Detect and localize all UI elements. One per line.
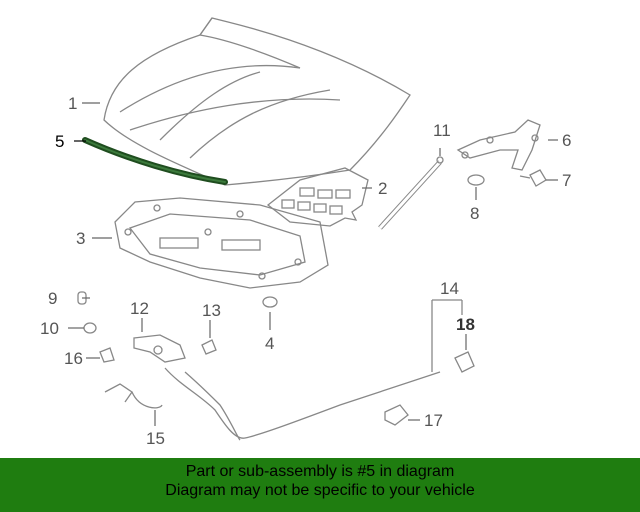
callout-11: 11: [433, 121, 451, 140]
callout-7: 7: [562, 171, 572, 190]
callout-3: 3: [76, 229, 86, 248]
hood-part-1: [103, 17, 411, 186]
parts-diagram: [68, 17, 558, 441]
banner-line-1: Part or sub-assembly is #5 in diagram: [185, 463, 455, 480]
callout-1: 1: [68, 94, 78, 113]
nut-part-10: [83, 322, 97, 334]
callout-14-bracket: [431, 299, 463, 372]
banner-line-2: Diagram may not be specific to your vehi…: [165, 482, 475, 499]
insulator-part-2: [266, 167, 369, 227]
callout-5: 5: [55, 132, 65, 151]
callout-15: 15: [146, 429, 165, 448]
callout-17: 17: [424, 411, 443, 430]
bumper-part-4: [262, 296, 278, 308]
callout-14: 14: [440, 279, 459, 298]
callout-12: 12: [130, 299, 149, 318]
grommet-part-8: [467, 174, 485, 186]
release-cable-part-15: [104, 367, 441, 441]
info-banner: Part or sub-assembly is #5 in diagram Di…: [0, 458, 640, 512]
callout-9: 9: [48, 289, 58, 308]
inner-panel-part-3: [114, 197, 329, 289]
leader-lines: [68, 102, 558, 426]
callout-10: 10: [40, 319, 59, 338]
callout-18: 18: [456, 315, 475, 334]
callout-13: 13: [202, 301, 221, 320]
callout-4: 4: [265, 334, 275, 353]
callout-8: 8: [470, 204, 480, 223]
callout-6: 6: [562, 131, 572, 150]
bolt-part-13: [201, 339, 217, 355]
cable-end-part-18: [454, 351, 475, 373]
bolt-part-16: [99, 347, 115, 363]
hinge-part-6: [456, 119, 541, 171]
strut-part-11: [378, 156, 444, 230]
callout-2: 2: [378, 179, 388, 198]
release-handle-part-17: [384, 404, 409, 426]
callout-16: 16: [64, 349, 83, 368]
latch-part-12: [133, 334, 186, 363]
bolt-part-7: [519, 169, 547, 187]
